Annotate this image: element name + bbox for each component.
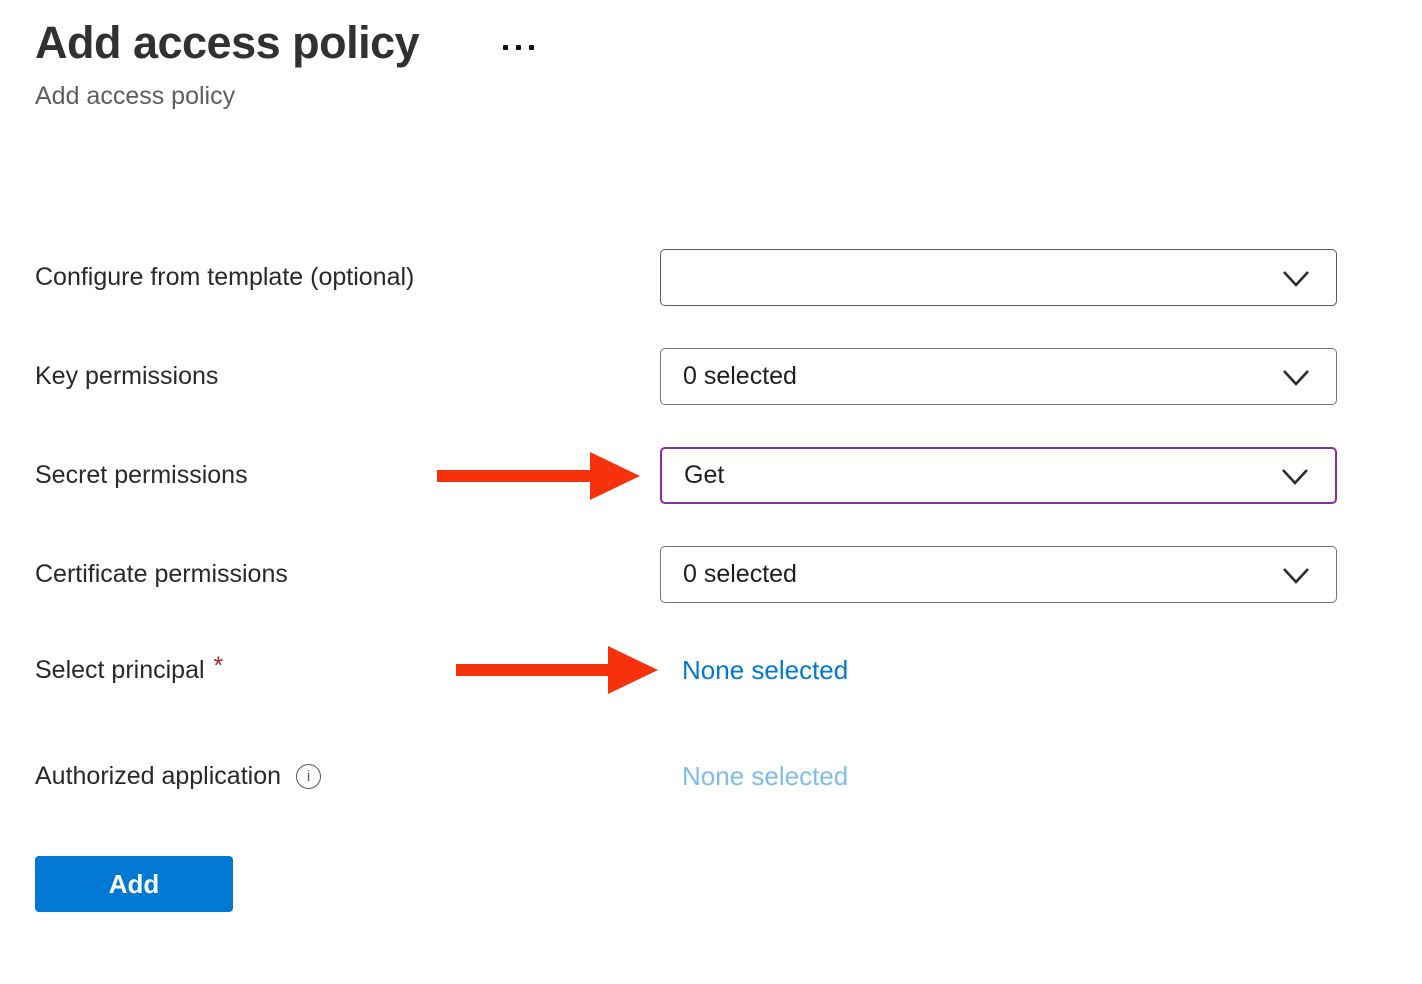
configure-from-template-label: Configure from template (optional) (35, 263, 415, 291)
key-permissions-label: Key permissions (35, 362, 219, 390)
required-asterisk: * (213, 651, 224, 680)
ellipsis-icon (503, 44, 535, 50)
select-principal-link[interactable]: None selected (682, 654, 849, 685)
info-icon[interactable]: i (296, 763, 321, 789)
row-authorized-application: Authorized application i None selected (35, 751, 1422, 801)
key-permissions-dropdown[interactable]: 0 selected (660, 348, 1337, 405)
ellipsis-menu-button[interactable] (493, 35, 544, 60)
select-principal-label: Select principal (35, 655, 205, 684)
chevron-down-icon (1281, 463, 1309, 492)
row-configure-from-template: Configure from template (optional) (35, 249, 1422, 306)
chevron-down-icon (1282, 562, 1310, 591)
page-subtitle: Add access policy (35, 82, 236, 110)
configure-from-template-dropdown[interactable] (660, 249, 1337, 306)
chevron-down-icon (1282, 364, 1310, 393)
authorized-application-label: Authorized application (35, 761, 281, 790)
authorized-application-link: None selected (682, 760, 849, 791)
dropdown-value: 0 selected (683, 362, 797, 390)
add-access-policy-page: Add access policy Add access policy Conf… (35, 16, 1422, 912)
certificate-permissions-label: Certificate permissions (35, 560, 288, 588)
page-title: Add access policy (35, 17, 420, 68)
row-key-permissions: Key permissions 0 selected (35, 348, 1422, 405)
access-policy-form: Configure from template (optional) Key p… (35, 249, 1422, 912)
add-button[interactable]: Add (35, 856, 233, 912)
dropdown-value: 0 selected (683, 560, 797, 588)
chevron-down-icon (1282, 265, 1310, 294)
page-header: Add access policy Add access policy (35, 16, 1422, 111)
dropdown-value: Get (684, 461, 725, 489)
row-certificate-permissions: Certificate permissions 0 selected (35, 546, 1422, 603)
secret-permissions-label: Secret permissions (35, 461, 248, 489)
certificate-permissions-dropdown[interactable]: 0 selected (660, 546, 1337, 603)
row-secret-permissions: Secret permissions Get (35, 447, 1422, 504)
secret-permissions-dropdown[interactable]: Get (660, 447, 1337, 504)
row-select-principal: Select principal * None selected (35, 645, 1422, 695)
